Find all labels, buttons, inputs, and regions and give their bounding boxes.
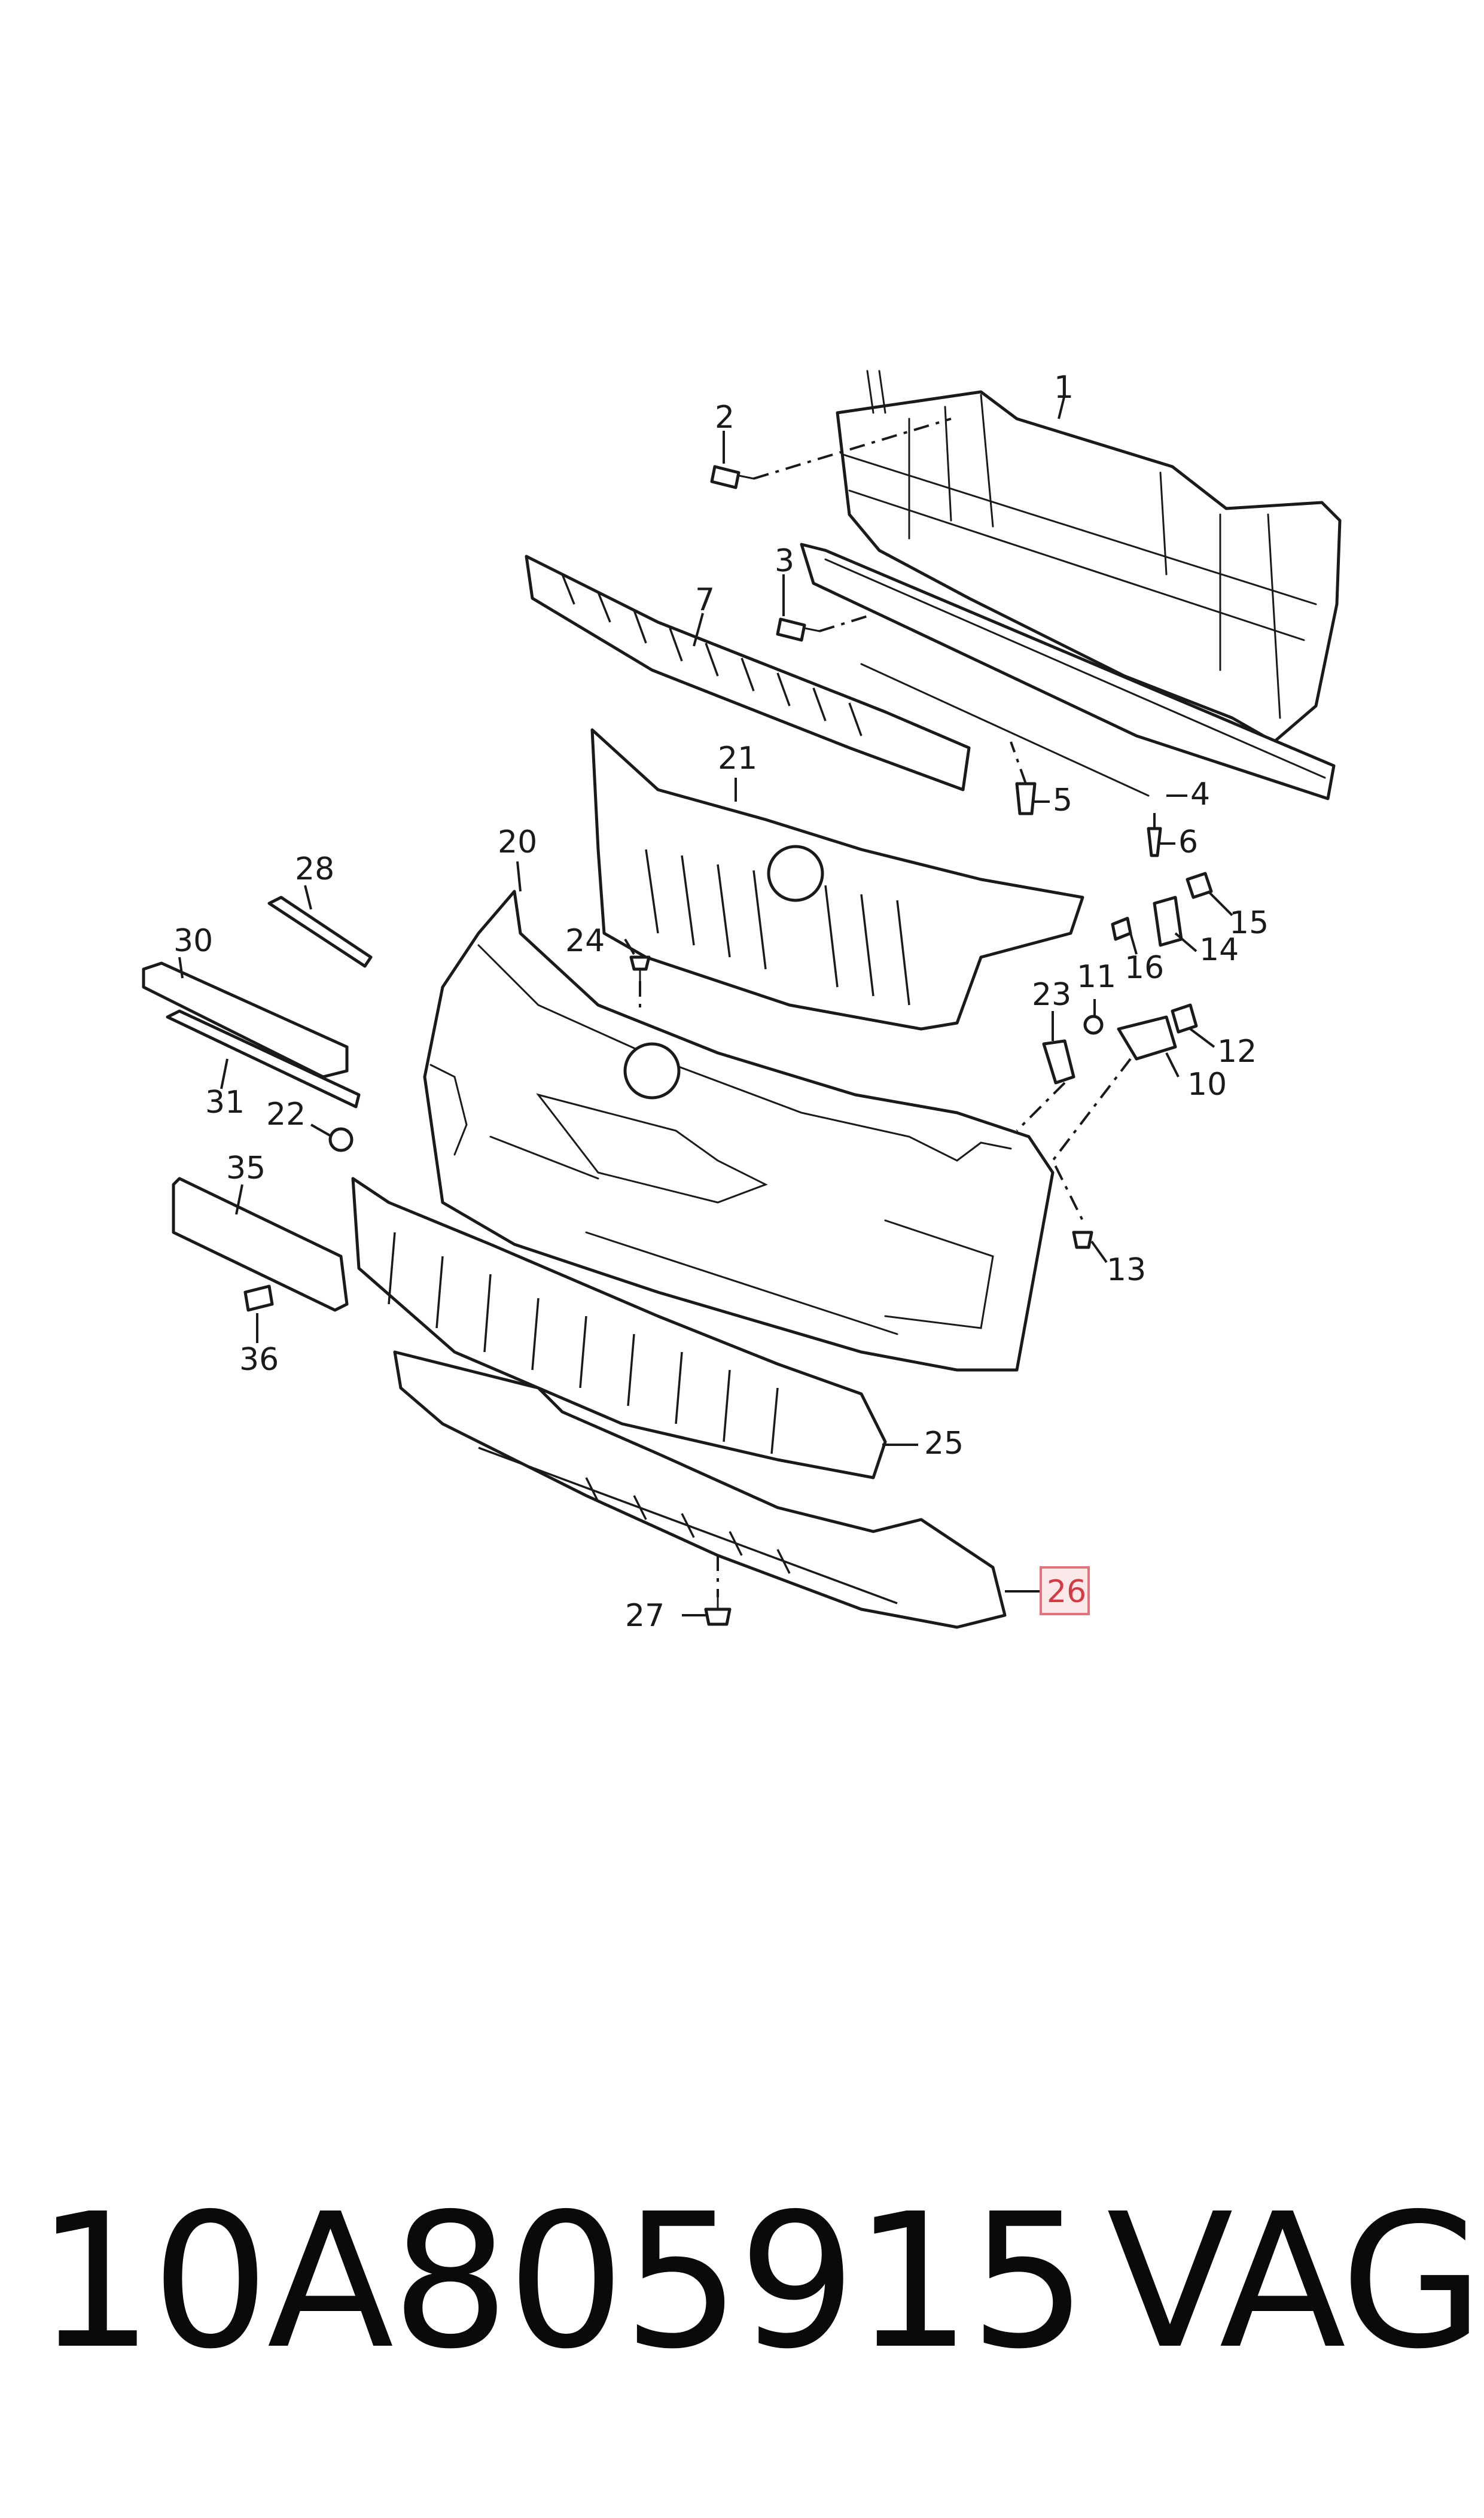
- callout-labels: 1 2 3 4 5 6 7 10 11 12 13 14 15 16 20 21…: [173, 370, 1269, 1634]
- guide-10: [1117, 1015, 1177, 1061]
- callout-10: 10: [1187, 1067, 1227, 1103]
- callout-25: 25: [924, 1426, 964, 1462]
- part-number: 10A805915: [36, 2174, 1087, 2390]
- bumper-cover-part: [423, 890, 1055, 1372]
- callout-24: 24: [565, 923, 605, 959]
- callout-20: 20: [498, 824, 537, 860]
- callout-30: 30: [173, 923, 213, 959]
- callout-28: 28: [295, 851, 334, 887]
- tow-cap-22: [328, 1127, 354, 1152]
- clip-11: [1083, 1015, 1104, 1035]
- callout-35: 35: [226, 1150, 266, 1186]
- callout-4: 4: [1190, 777, 1210, 812]
- clip-6: [1147, 827, 1162, 857]
- trim-strip-28: [267, 896, 373, 968]
- guide-line: [819, 615, 868, 632]
- callout-5: 5: [1053, 783, 1072, 818]
- callout-6: 6: [1178, 824, 1198, 860]
- callout-13: 13: [1107, 1252, 1146, 1288]
- callout-15: 15: [1229, 905, 1269, 941]
- clip-14: [1153, 896, 1183, 947]
- callout-26-highlight: [1040, 1566, 1090, 1615]
- front-carrier-part: [800, 370, 1342, 800]
- leader-lines: [178, 394, 1233, 1616]
- brand-label: VAG: [1107, 2174, 1484, 2390]
- callout-16: 16: [1125, 950, 1164, 986]
- license-plate-bracket-35: [172, 1177, 349, 1312]
- callout-23: 23: [1032, 977, 1071, 1013]
- screw-3: [776, 617, 821, 642]
- lower-spoiler-part: [393, 1350, 1007, 1629]
- callout-11: 11: [1077, 959, 1116, 995]
- clip-23: [1042, 1039, 1075, 1085]
- callout-27: 27: [625, 1598, 665, 1634]
- rivet-36: [243, 1284, 274, 1312]
- callout-2: 2: [715, 400, 735, 436]
- guide-line: [753, 418, 952, 480]
- callout-14: 14: [1199, 932, 1239, 968]
- callout-7: 7: [695, 582, 715, 618]
- callout-36: 36: [239, 1342, 279, 1378]
- callout-1: 1: [1054, 370, 1074, 406]
- callout-3: 3: [775, 543, 794, 579]
- clip-15: [1186, 872, 1213, 899]
- callout-22: 22: [266, 1097, 306, 1132]
- lower-grille-part: [351, 1177, 887, 1479]
- callout-21: 21: [718, 741, 757, 777]
- clip-12: [1171, 1003, 1198, 1034]
- screw-27: [704, 1596, 732, 1626]
- screw-2: [710, 465, 755, 489]
- guide-line: [1016, 1082, 1066, 1132]
- screw-24: [629, 955, 651, 982]
- mounting-bracket-part: [525, 555, 971, 791]
- callout-26: 26: [1047, 1574, 1086, 1610]
- screw-13: [1072, 1231, 1093, 1249]
- callout-31: 31: [205, 1085, 245, 1121]
- trim-strip-31: [166, 1009, 361, 1109]
- energy-absorber-part: [590, 728, 1084, 1031]
- screw-16: [1111, 917, 1132, 941]
- callout-12: 12: [1217, 1034, 1257, 1070]
- trim-strip-30: [142, 961, 349, 1079]
- clip-5: [1015, 782, 1037, 815]
- guide-line: [1051, 1058, 1132, 1221]
- guide-line: [1010, 741, 1027, 784]
